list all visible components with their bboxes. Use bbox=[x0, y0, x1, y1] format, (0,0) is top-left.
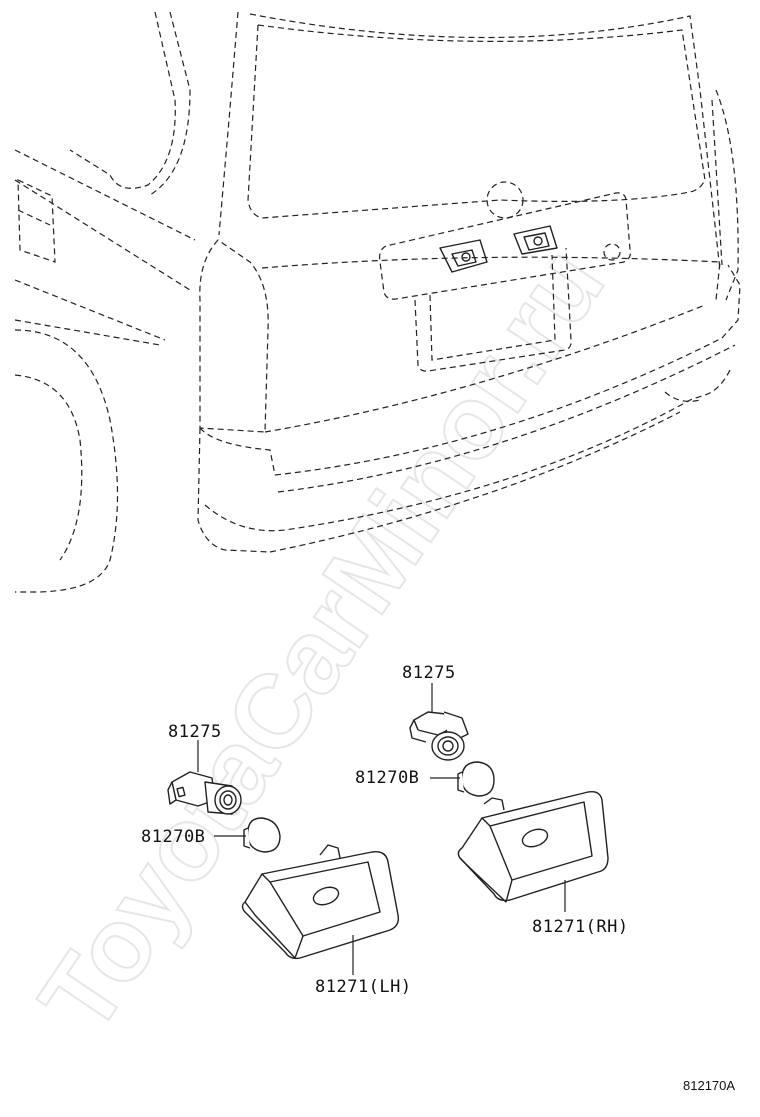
figure-code: 812170A bbox=[683, 1078, 735, 1093]
socket-left bbox=[167, 771, 242, 815]
label-socket-left: 81275 bbox=[168, 722, 222, 742]
bulb-right bbox=[457, 761, 495, 797]
socket-right bbox=[409, 711, 469, 761]
lens-right bbox=[457, 790, 609, 903]
label-lens-right: 81271(RH) bbox=[532, 917, 629, 937]
lens-left bbox=[241, 844, 400, 960]
label-bulb-right: 81270B bbox=[355, 768, 419, 788]
bulb-left bbox=[243, 817, 281, 853]
label-bulb-left: 81270B bbox=[141, 827, 205, 847]
license-lamp-installed-right bbox=[513, 225, 558, 255]
label-socket-right: 81275 bbox=[402, 663, 456, 683]
label-lens-left: 81271(LH) bbox=[315, 977, 412, 997]
vehicle-rear-outline bbox=[14, 11, 741, 593]
license-lamp-installed-left bbox=[439, 239, 488, 273]
